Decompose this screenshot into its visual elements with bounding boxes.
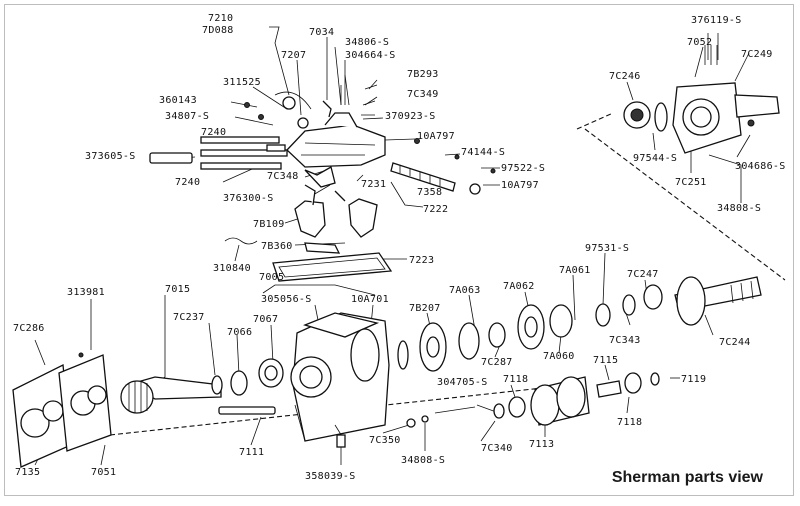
part-label: 7135: [15, 467, 40, 478]
part-label: 34808-S: [401, 455, 445, 466]
part-label: 7115: [593, 355, 618, 366]
part-label: 311525: [223, 77, 261, 88]
part-label: 7005: [259, 272, 284, 283]
diagram-caption: Sherman parts view: [611, 469, 763, 486]
part-label: 7A062: [503, 281, 535, 292]
countershaft-cluster: [406, 372, 660, 428]
part-label: 97531-S: [585, 243, 629, 254]
part-label: 97522-S: [501, 163, 545, 174]
part-label: 7066: [227, 327, 252, 338]
part-label: 7C246: [609, 71, 641, 82]
part-label: 7A063: [449, 285, 481, 296]
exploded-parts-diagram: 7210 7D088 7034 34806-S 304664-S 7207 31…: [12, 13, 786, 482]
part-label: 360143: [159, 95, 197, 106]
part-label: 7C350: [369, 435, 401, 446]
part-label: 7067: [253, 314, 278, 325]
diagram-frame: 7210 7D088 7034 34806-S 304664-S 7207 31…: [4, 4, 794, 496]
part-label: 7A061: [559, 265, 591, 276]
part-label: 7222: [423, 204, 448, 215]
part-label: 7C287: [481, 357, 513, 368]
front-plates: [12, 352, 112, 468]
part-label: 7207: [281, 50, 306, 61]
part-label: 304686-S: [735, 161, 786, 172]
part-label: 7C244: [719, 337, 751, 348]
part-label: 34806-S: [345, 37, 389, 48]
part-label: 305056-S: [261, 294, 312, 305]
part-label: 7240: [201, 127, 226, 138]
part-label: 34807-S: [165, 111, 209, 122]
part-label: 7D088: [202, 25, 234, 36]
part-label: 7C348: [267, 171, 299, 182]
part-label: 10A797: [417, 131, 455, 142]
part-labels: 7210 7D088 7034 34806-S 304664-S 7207 31…: [13, 13, 786, 482]
part-label: 7118: [617, 417, 642, 428]
part-label: 7015: [165, 284, 190, 295]
part-label: 7C237: [173, 312, 205, 323]
transmission-case: [290, 312, 390, 448]
part-label: 7C340: [481, 443, 513, 454]
part-label: 97544-S: [633, 153, 677, 164]
leader-lines: [34, 26, 786, 466]
part-label: 7358: [417, 187, 442, 198]
part-label: 304705-S: [437, 377, 488, 388]
part-label: 7052: [687, 37, 712, 48]
part-label: 7B109: [253, 219, 285, 230]
part-label: 373605-S: [85, 151, 136, 162]
part-label: 7B360: [261, 241, 293, 252]
part-label: 7C286: [13, 323, 45, 334]
part-label: 310840: [213, 263, 251, 274]
input-shaft-group: [120, 358, 284, 415]
part-label: 7051: [91, 467, 116, 478]
part-label: 370923-S: [385, 111, 436, 122]
part-label: 7B207: [409, 303, 441, 314]
extension-housing: [623, 45, 780, 154]
part-label: 313981: [67, 287, 105, 298]
part-label: 7B293: [407, 69, 439, 80]
part-label: 7C349: [407, 89, 439, 100]
part-label: 358039-S: [305, 471, 356, 482]
shift-cover-assembly: [149, 74, 496, 282]
part-label: 7111: [239, 447, 264, 458]
part-label: 7C343: [609, 335, 641, 346]
part-label: 376300-S: [223, 193, 274, 204]
part-label: 10A701: [351, 294, 389, 305]
part-label: 34808-S: [717, 203, 761, 214]
part-label: 7210: [208, 13, 233, 24]
part-label: 7034: [309, 27, 334, 38]
part-label: 7118: [503, 374, 528, 385]
part-label: 7231: [361, 179, 386, 190]
mainshaft-gears: [397, 276, 762, 372]
part-label: 10A797: [501, 180, 539, 191]
part-label: 74144-S: [461, 147, 505, 158]
part-label: 376119-S: [691, 15, 742, 26]
part-label: 7C251: [675, 177, 707, 188]
part-label: 7C249: [741, 49, 773, 60]
part-label: 7119: [681, 374, 706, 385]
part-label: 7223: [409, 255, 434, 266]
part-label: 7A060: [543, 351, 575, 362]
part-label: 7240: [175, 177, 200, 188]
part-label: 304664-S: [345, 50, 396, 61]
part-label: 7C247: [627, 269, 659, 280]
part-label: 7113: [529, 439, 554, 450]
